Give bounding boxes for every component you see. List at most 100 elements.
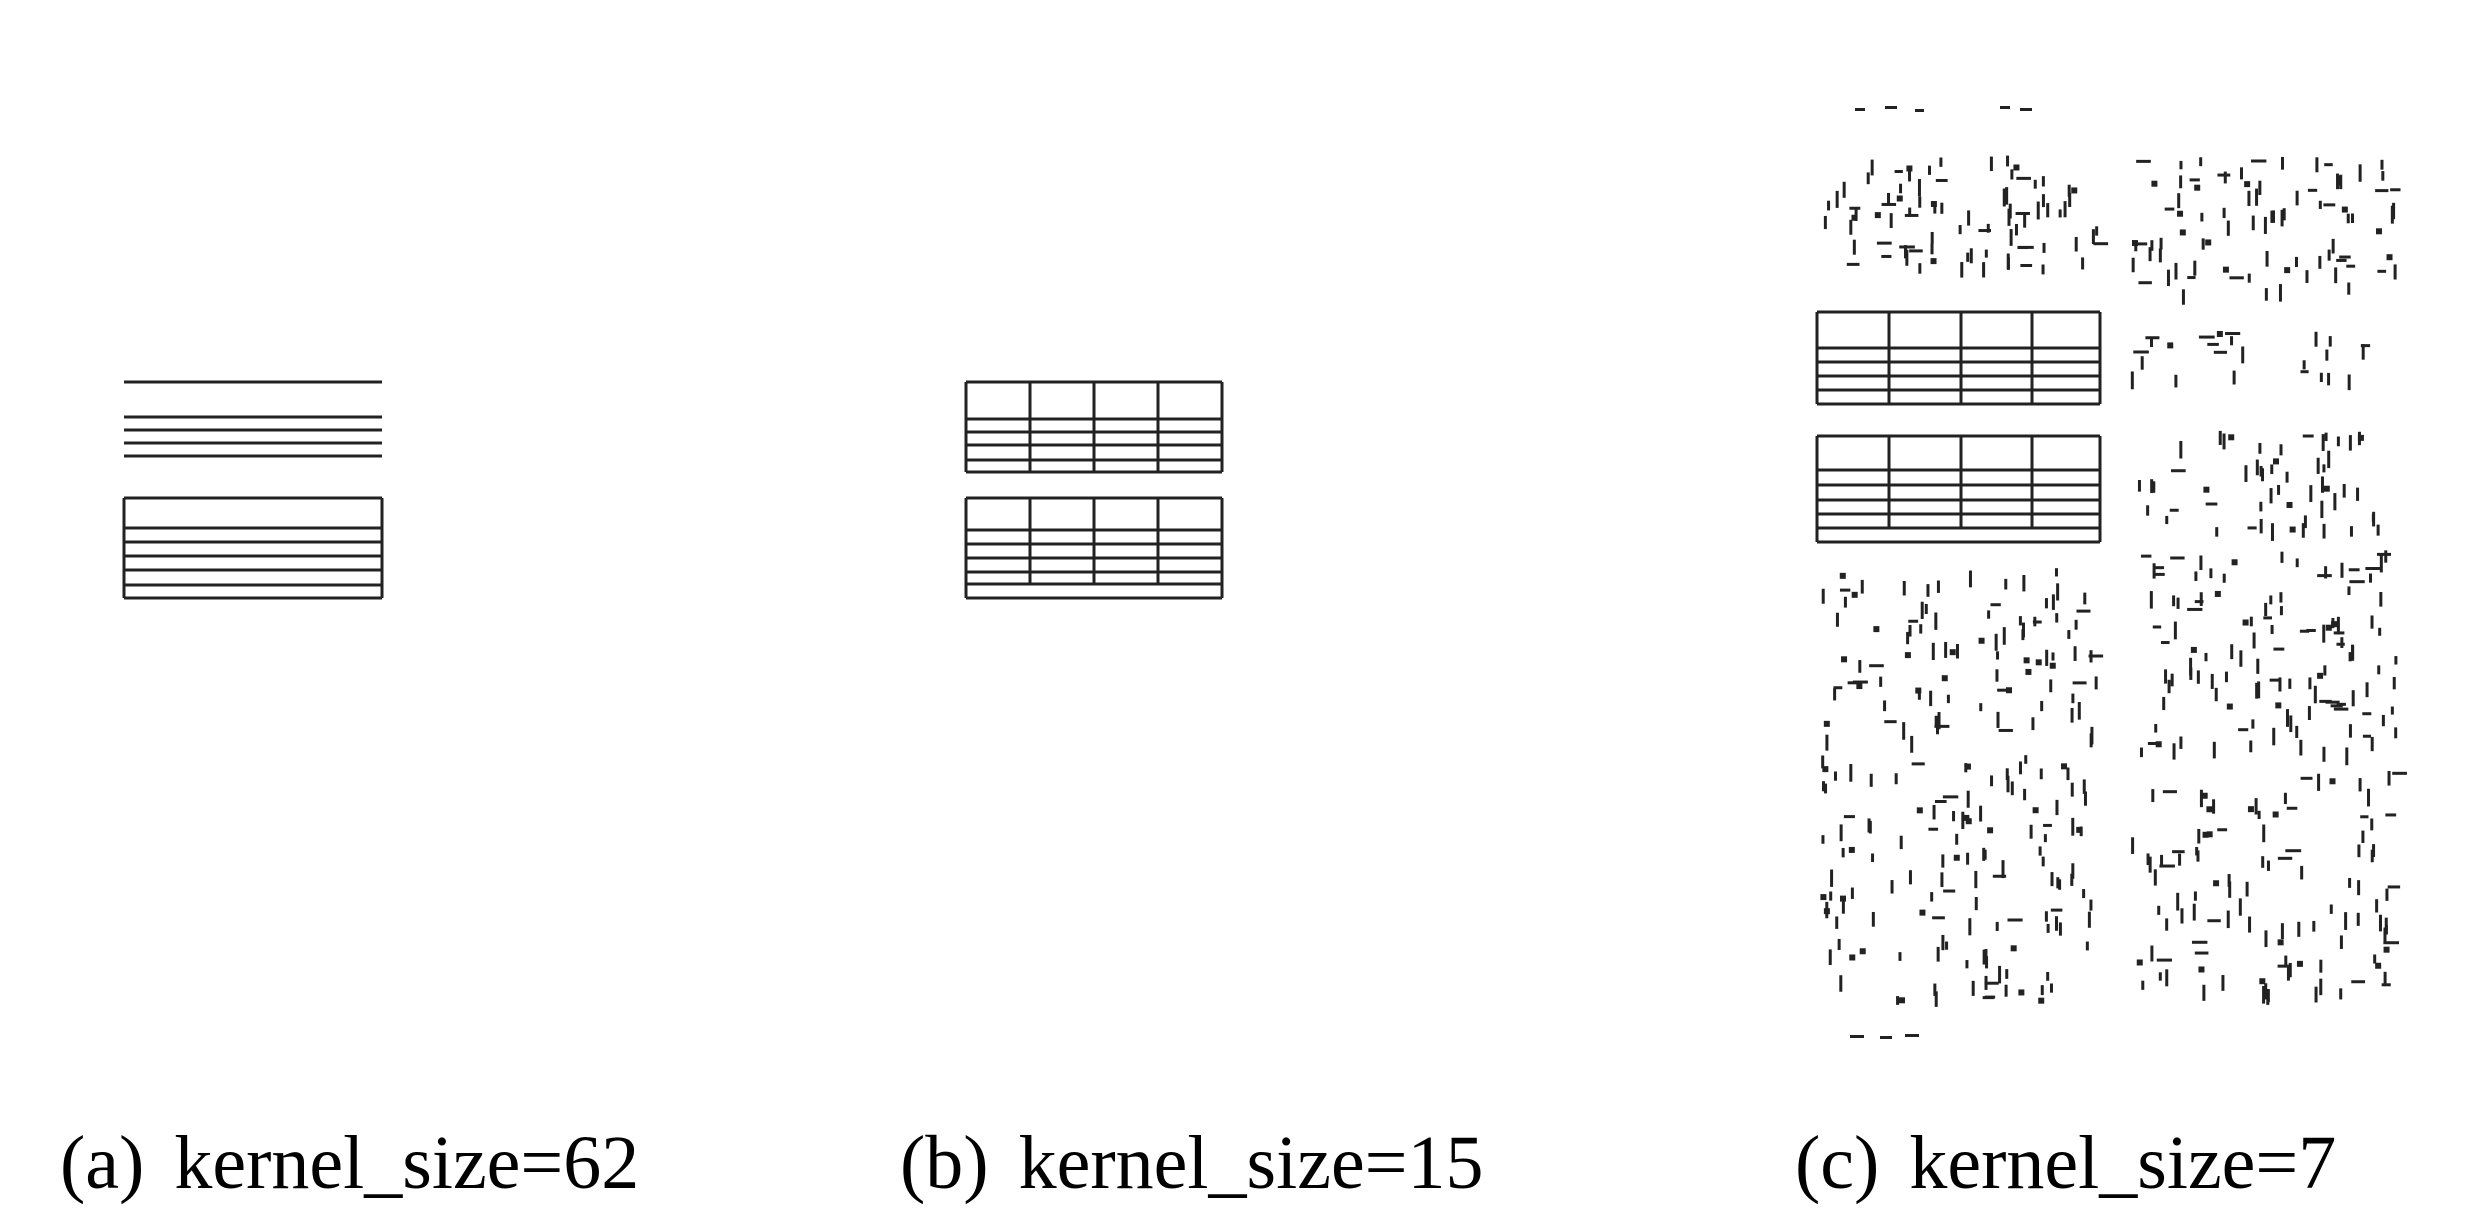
noise-mark <box>2336 258 2347 262</box>
noise-mark <box>2088 654 2104 658</box>
noise-mark <box>2207 919 2221 923</box>
noise-mark <box>2255 459 2259 476</box>
noise-mark <box>2308 677 2312 690</box>
noise-mark <box>2076 826 2083 833</box>
noise-mark <box>2150 240 2154 251</box>
noise-mark <box>2017 245 2034 249</box>
noise-mark <box>2336 616 2340 635</box>
noise-mark <box>2177 210 2184 217</box>
noise-mark <box>1978 637 1985 644</box>
noise-mark <box>1860 579 1864 594</box>
noise-mark <box>2131 257 2135 273</box>
noise-mark <box>2280 551 2284 563</box>
noise-mark <box>1869 773 1873 787</box>
noise-mark <box>2264 930 2268 948</box>
noise-mark <box>2317 672 2324 679</box>
noise-mark <box>2238 728 2249 732</box>
noise-mark <box>2044 598 2048 609</box>
noise-mark <box>2044 911 2048 922</box>
noise-mark <box>2050 872 2054 887</box>
noise-mark <box>2179 736 2183 749</box>
noise-mark <box>2152 481 2156 493</box>
noise-mark <box>1835 612 1839 627</box>
noise-mark <box>2271 210 2275 223</box>
noise-mark <box>1911 762 1925 766</box>
noise-mark <box>2005 187 2009 205</box>
noise-mark <box>2392 676 2396 690</box>
noise-mark <box>2327 249 2331 261</box>
noise-mark <box>1824 783 1828 794</box>
noise-mark <box>2172 850 2185 854</box>
noise-mark <box>1840 895 1847 902</box>
noise-mark <box>2193 260 2197 276</box>
noise-mark <box>2074 236 2078 252</box>
noise-mark <box>2031 717 2035 731</box>
noise-mark <box>2187 276 2196 280</box>
noise-mark <box>2333 631 2345 635</box>
noise-mark <box>2213 350 2228 354</box>
noise-mark <box>2239 167 2243 180</box>
noise-mark <box>2358 778 2362 792</box>
noise-mark <box>1906 631 1910 645</box>
noise-mark <box>1996 651 2000 660</box>
noise-mark <box>2222 433 2226 450</box>
noise-mark <box>2036 201 2040 220</box>
noise-mark <box>2372 511 2376 527</box>
noise-mark <box>2054 916 2058 931</box>
noise-mark <box>2264 602 2268 617</box>
noise-mark <box>2200 212 2204 222</box>
noise-mark <box>2091 229 2095 245</box>
noise-mark <box>2264 288 2268 301</box>
noise-mark <box>2206 806 2213 813</box>
noise-mark <box>1821 588 1825 604</box>
noise-mark <box>2345 747 2349 766</box>
noise-mark <box>2207 342 2219 346</box>
noise-mark <box>1952 811 1956 822</box>
noise-mark <box>2148 856 2152 873</box>
noise-mark <box>2165 515 2169 525</box>
noise-mark <box>2082 779 2086 794</box>
noise-mark <box>1979 805 1983 822</box>
noise-mark <box>2307 188 2318 192</box>
noise-mark <box>2193 891 2197 901</box>
noise-mark <box>2156 958 2172 962</box>
noise-dash <box>1915 109 1924 112</box>
noise-mark <box>2214 687 2218 702</box>
noise-mark <box>2150 479 2154 494</box>
noise-mark <box>1966 252 1970 262</box>
noise-mark <box>2336 173 2340 190</box>
noise-mark <box>2228 881 2232 898</box>
noise-mark <box>2196 670 2200 684</box>
noise-mark <box>2152 625 2162 629</box>
noise-mark <box>2294 256 2298 268</box>
noise-mark <box>2392 202 2396 220</box>
noise-mark <box>2033 616 2037 627</box>
noise-mark <box>2222 207 2226 219</box>
noise-mark <box>2314 331 2318 347</box>
noise-mark <box>2247 526 2257 530</box>
noise-mark <box>2266 860 2270 871</box>
noise-mark <box>2289 526 2296 533</box>
noise-mark <box>1995 921 1999 931</box>
noise-mark <box>1936 580 1940 593</box>
noise-mark <box>2270 210 2274 223</box>
noise-mark <box>2002 188 2006 207</box>
noise-mark <box>2230 644 2234 660</box>
noise-mark <box>2029 824 2033 839</box>
caption-a-tag: (a) <box>60 1121 145 1205</box>
noise-mark <box>2094 676 2098 690</box>
noise-mark <box>2321 434 2325 451</box>
noise-mark <box>2257 810 2261 820</box>
noise-mark <box>1899 997 1906 1004</box>
noise-mark <box>2377 665 2381 675</box>
noise-mark <box>2083 791 2087 806</box>
noise-mark <box>2194 184 2201 191</box>
noise-mark <box>2257 681 2261 699</box>
noise-mark <box>2333 707 2349 711</box>
noise-mark <box>2214 590 2221 597</box>
noise-mark <box>2189 657 2193 676</box>
noise-mark <box>1978 229 1992 233</box>
noise-mark <box>1982 949 1986 965</box>
noise-mark <box>2131 837 2135 854</box>
noise-mark <box>1866 172 1870 185</box>
